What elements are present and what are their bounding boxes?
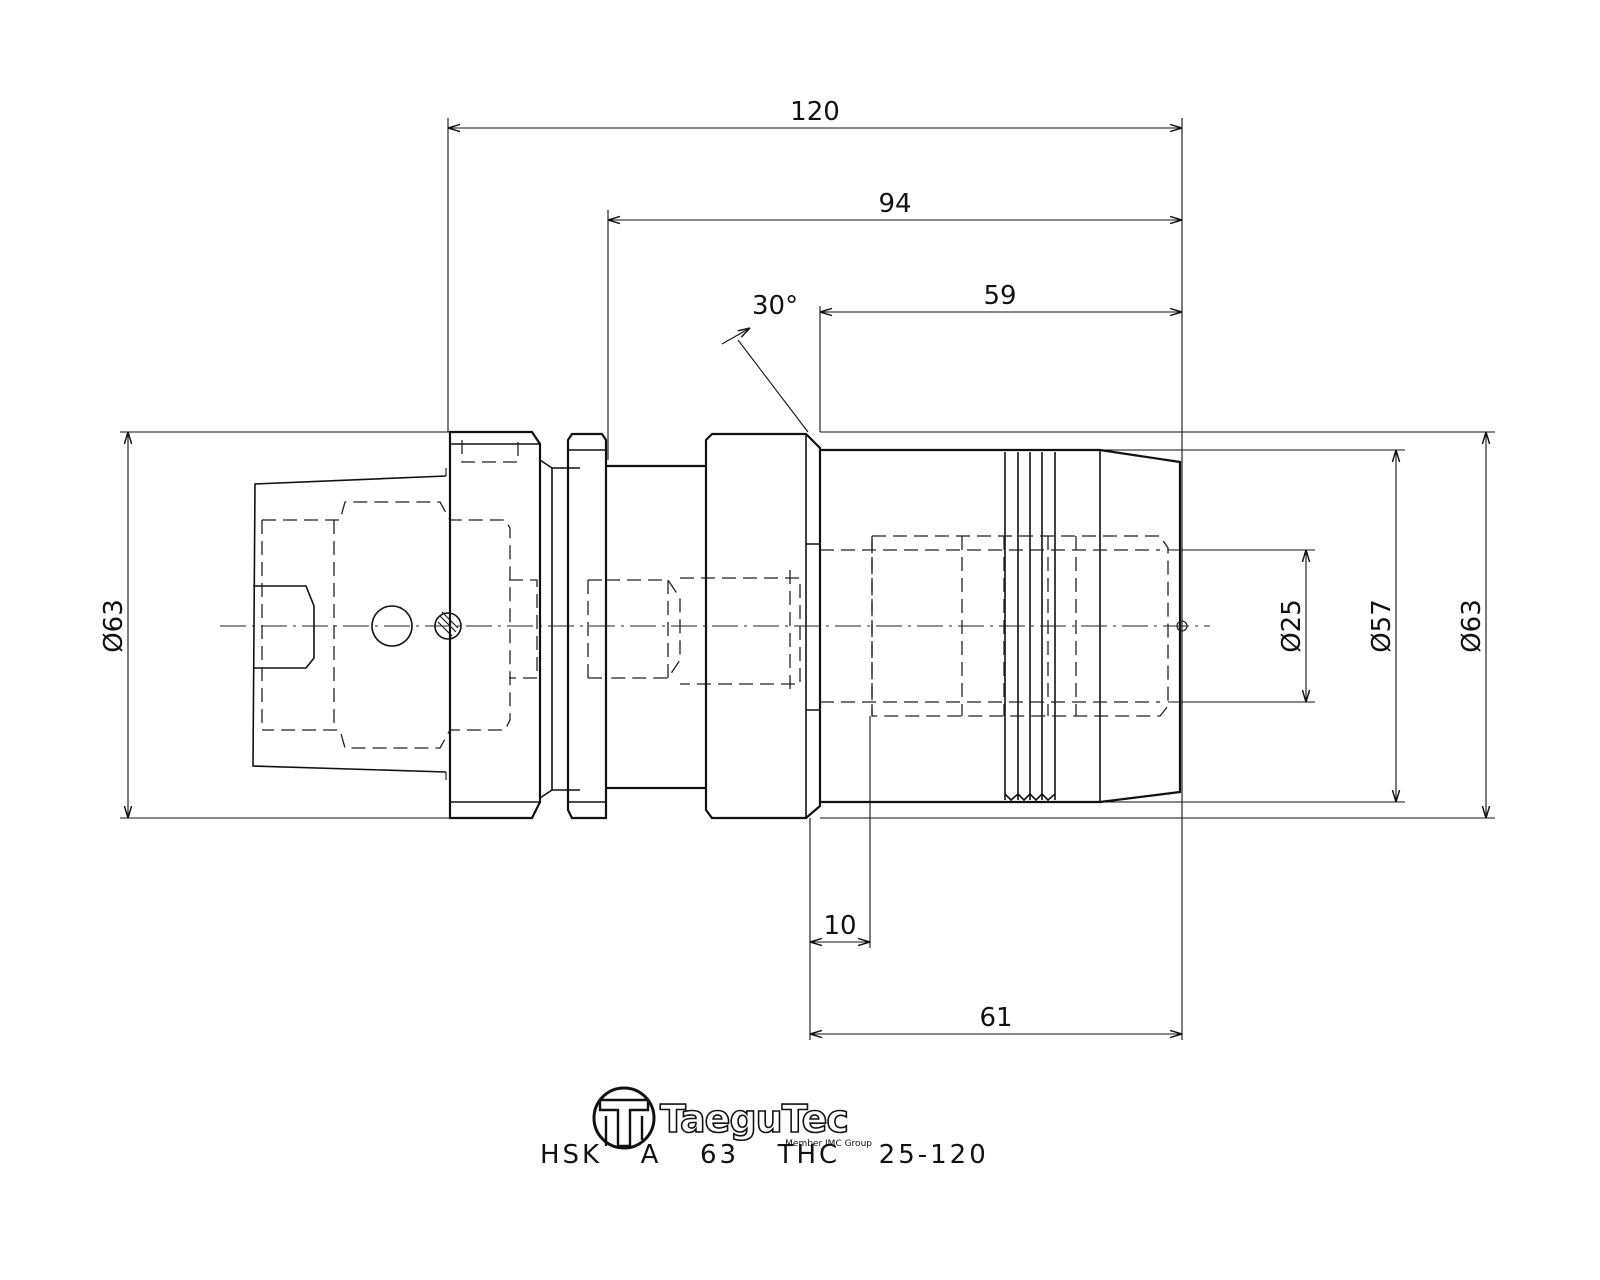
- dim-label-120: 120: [790, 97, 840, 127]
- angle-arrow: [721, 328, 750, 345]
- extension-lines: [120, 118, 1495, 1040]
- taegutec-logo: TaeguTec Member IMC Group: [592, 1086, 872, 1150]
- dim-label-dia-right: Ø63: [1457, 599, 1487, 653]
- dim-label-10: 10: [823, 911, 856, 941]
- dim-label-angle: 30°: [752, 291, 798, 321]
- dim-label-61: 61: [979, 1003, 1012, 1033]
- dim-label-dia-left: Ø63: [99, 599, 129, 653]
- part-outline: [252, 430, 1188, 820]
- brand-name: TaeguTec: [660, 1097, 848, 1141]
- brand-tagline: Member IMC Group: [785, 1139, 872, 1149]
- part-number: HSK A 63 THC 25-120: [540, 1140, 989, 1170]
- dim-label-dia-57: Ø57: [1367, 599, 1397, 653]
- dim-label-dia-25: Ø25: [1277, 599, 1307, 653]
- dim-label-94: 94: [878, 189, 911, 219]
- dimension-lines: [128, 128, 1486, 1034]
- dim-label-59: 59: [983, 281, 1016, 311]
- taegutec-emblem-icon: [592, 1086, 656, 1150]
